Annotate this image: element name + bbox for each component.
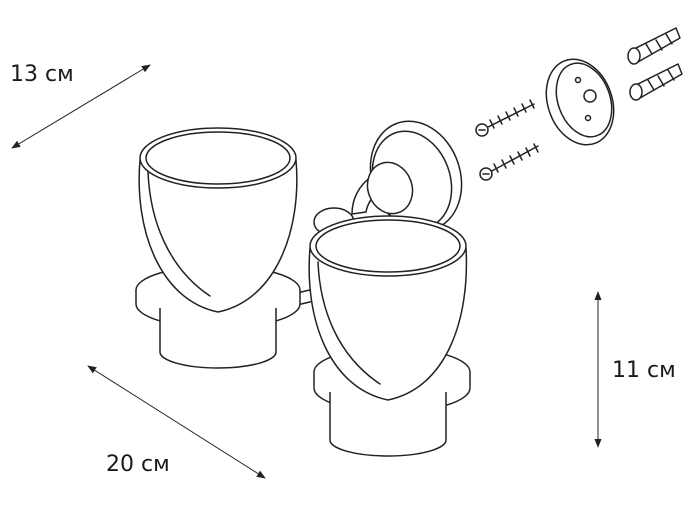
- width-dimension-label: 20 см: [106, 452, 170, 477]
- wall-plug-lower: [629, 63, 683, 101]
- wall-mount: [313, 120, 463, 237]
- screw-lower: [479, 143, 539, 181]
- height-dimension-label: 11 см: [612, 358, 676, 383]
- screw-upper: [475, 99, 535, 137]
- right-tumbler: [308, 215, 468, 457]
- depth-dimension-label: 13 см: [10, 62, 74, 87]
- wall-plug-upper: [627, 27, 681, 65]
- left-tumbler: [138, 127, 298, 369]
- wall-plate: [545, 58, 615, 146]
- depth-dimension-line: [11, 64, 151, 149]
- width-dimension-line: [87, 365, 266, 479]
